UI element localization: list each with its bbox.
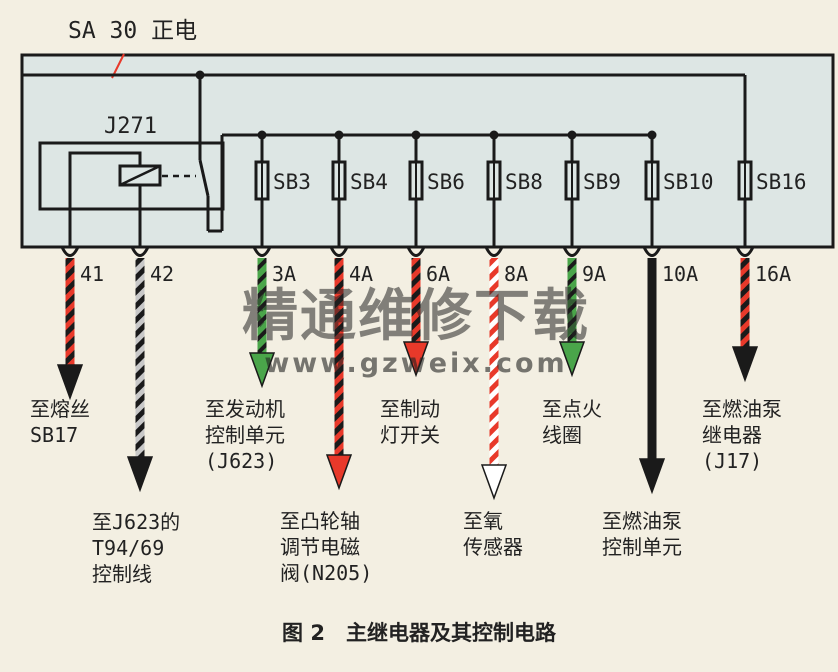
destination-line: SB17 [30, 423, 78, 447]
destination-line: 传感器 [463, 535, 523, 559]
arrowhead-4a [325, 454, 353, 491]
destination-line: (J17) [702, 449, 762, 473]
arrowhead-6a [402, 341, 430, 378]
fuse-label-sb4: SB4 [350, 170, 388, 194]
arrowhead-42 [126, 456, 154, 493]
wire-41 [65, 258, 75, 365]
destination-line: T94/69 [92, 536, 164, 560]
wire-10a [647, 258, 657, 459]
arrowhead-8a [480, 464, 508, 501]
watermark-title: 精通维修下载 [242, 284, 590, 349]
destination-line: 至发动机 [205, 397, 285, 421]
destination-line: 至J623的 [92, 510, 180, 534]
connector-41 [60, 246, 80, 257]
destination-line: 至凸轮轴 [280, 509, 360, 533]
destination-8a: 至氧传感器 [463, 509, 523, 559]
fuse-label-sb9: SB9 [583, 170, 621, 194]
fuse-label-sb8: SB8 [505, 170, 543, 194]
destination-line: 线圈 [542, 423, 582, 447]
wire-4a [334, 258, 344, 455]
coil-wire-41 [68, 151, 142, 248]
pin-label-42: 42 [150, 262, 174, 286]
arrowhead-3a [248, 352, 276, 389]
destination-line: 继电器 [702, 423, 762, 447]
destination-line: 至点火 [542, 397, 602, 421]
destination-line: (J623) [205, 449, 277, 473]
connector-3a [252, 246, 272, 257]
wire-16a [740, 258, 750, 347]
destination-line: 至制动 [380, 397, 440, 421]
destination-line: 调节电磁 [280, 535, 360, 559]
destination-line: 灯开关 [380, 423, 440, 447]
destination-line: 至氧 [463, 509, 503, 533]
module-box [20, 53, 835, 249]
wire-6a [411, 258, 421, 342]
destination-line: 控制单元 [205, 423, 285, 447]
connector-10a [642, 246, 662, 257]
fuse-label-sb10: SB10 [663, 170, 714, 194]
fuse-label-sb3: SB3 [273, 170, 311, 194]
connector-6a [406, 246, 426, 257]
pin-label-16a: 16A [755, 262, 791, 286]
connector-42 [130, 246, 150, 257]
destination-line: 控制单元 [602, 535, 682, 559]
pin-label-4a: 4A [349, 262, 373, 286]
watermark-url: www.gzweix.com [264, 348, 567, 379]
destination-line: 阀(N205) [280, 561, 372, 585]
destination-6a: 至制动灯开关 [380, 397, 440, 447]
fuse-label-sb16: SB16 [756, 170, 807, 194]
destination-line: 至熔丝 [30, 397, 90, 421]
pin-label-8a: 8A [504, 262, 528, 286]
pin-label-9a: 9A [582, 262, 606, 286]
arrowhead-10a [638, 458, 666, 495]
destination-3a: 至发动机控制单元(J623) [205, 397, 285, 473]
arrowhead-16a [731, 346, 759, 383]
relay-housing [38, 141, 225, 211]
wire-3a [257, 258, 267, 353]
connector-8a [484, 246, 504, 257]
pin-label-41: 41 [80, 262, 104, 286]
wire-42 [135, 258, 145, 457]
connector-16a [735, 246, 755, 257]
pin-label-3a: 3A [272, 262, 296, 286]
destination-9a: 至点火线圈 [542, 397, 602, 447]
arrowhead-9a [558, 341, 586, 378]
connector-9a [562, 246, 582, 257]
destination-4a: 至凸轮轴调节电磁阀(N205) [280, 509, 372, 585]
coil-diagonal [119, 164, 161, 187]
figure-caption: 图 2 主继电器及其控制电路 [282, 621, 557, 645]
pin-label-6a: 6A [426, 262, 450, 286]
arrowhead-41 [56, 364, 84, 401]
destination-10a: 至燃油泵控制单元 [602, 509, 682, 559]
connector-4a [329, 246, 349, 257]
destination-line: 控制线 [92, 562, 152, 586]
destination-line: 至燃油泵 [602, 509, 682, 533]
supply-label: SA 30 正电 [68, 18, 197, 44]
relay-switch-contact [198, 159, 210, 197]
wire-8a [489, 258, 499, 465]
destination-line: 至燃油泵 [702, 397, 782, 421]
destination-16a: 至燃油泵继电器(J17) [702, 397, 782, 473]
pin-label-10a: 10A [662, 262, 698, 286]
wire-9a [567, 258, 577, 342]
relay-label: J271 [104, 114, 157, 139]
fuse-label-sb6: SB6 [427, 170, 465, 194]
